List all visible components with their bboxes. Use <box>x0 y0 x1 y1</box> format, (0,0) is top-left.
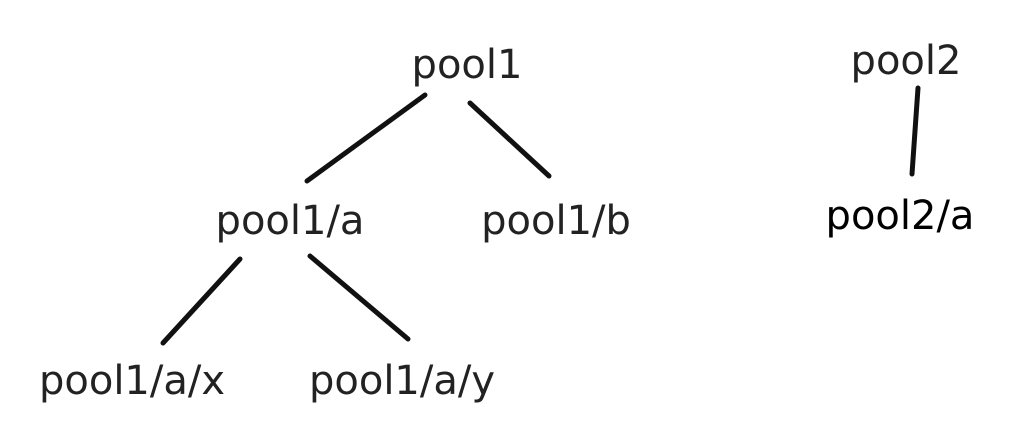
node-pool1-a-y: pool1/a/y <box>308 358 496 404</box>
edge-pool1-pool1b <box>467 100 552 179</box>
node-pool1-a-x: pool1/a/x <box>38 358 226 404</box>
node-pool2: pool2 <box>850 38 962 84</box>
edge-pool1a-x <box>160 256 243 346</box>
node-pool1-a: pool1/a <box>215 198 365 244</box>
node-pool1: pool1 <box>411 42 523 88</box>
node-pool2-a: pool2/a <box>825 193 975 239</box>
node-pool1-b: pool1/b <box>481 198 631 244</box>
edge-pool1a-y <box>307 253 411 342</box>
edge-pool2-pool2a <box>909 85 921 177</box>
edge-pool1-pool1a <box>304 92 428 184</box>
